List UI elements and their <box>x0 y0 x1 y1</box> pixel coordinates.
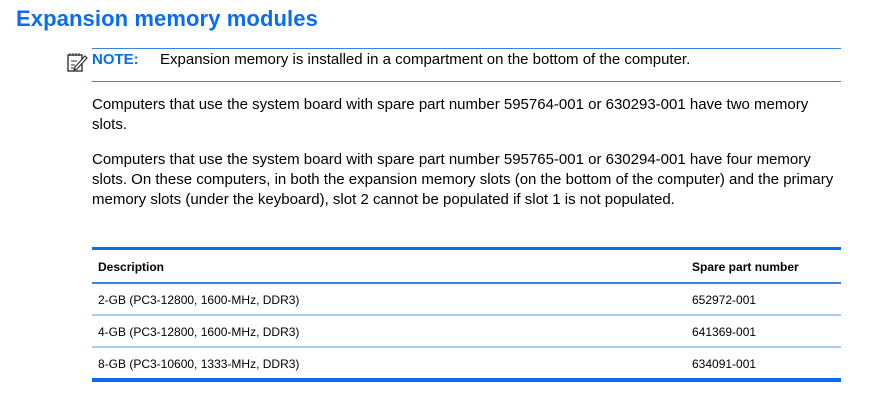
cell-spare-part: 634091-001 <box>692 357 757 371</box>
cell-spare-part: 652972-001 <box>692 293 757 307</box>
table-row: 8-GB (PC3-10600, 1333-MHz, DDR3) 634091-… <box>92 348 841 378</box>
cell-spare-part: 641369-001 <box>692 325 757 339</box>
header-spare-part-number: Spare part number <box>692 260 799 274</box>
cell-description: 8-GB (PC3-10600, 1333-MHz, DDR3) <box>98 357 300 371</box>
cell-description: 4-GB (PC3-12800, 1600-MHz, DDR3) <box>98 325 300 339</box>
table-row: 2-GB (PC3-12800, 1600-MHz, DDR3) 652972-… <box>92 284 841 314</box>
note-pencil-icon <box>67 53 88 72</box>
paragraph-two-slots: Computers that use the system board with… <box>92 96 809 133</box>
row-divider <box>92 314 841 316</box>
memory-modules-table: Description Spare part number 2-GB (PC3-… <box>92 247 841 382</box>
table-row: 4-GB (PC3-12800, 1600-MHz, DDR3) 641369-… <box>92 316 841 346</box>
header-description: Description <box>98 260 165 274</box>
row-divider <box>92 346 841 348</box>
cell-description: 2-GB (PC3-12800, 1600-MHz, DDR3) <box>98 293 300 307</box>
note-box: NOTE: Expansion memory is installed in a… <box>92 48 841 82</box>
note-text: Expansion memory is installed in a compa… <box>160 51 691 68</box>
table-header-row: Description Spare part number <box>92 250 841 282</box>
table-bottom-rule <box>92 378 841 382</box>
header-divider <box>92 282 841 284</box>
note-label: NOTE: <box>92 51 139 68</box>
section-title: Expansion memory modules <box>16 6 318 31</box>
paragraph-four-slots: Computers that use the system board with… <box>92 151 834 208</box>
table-top-rule <box>92 247 841 250</box>
